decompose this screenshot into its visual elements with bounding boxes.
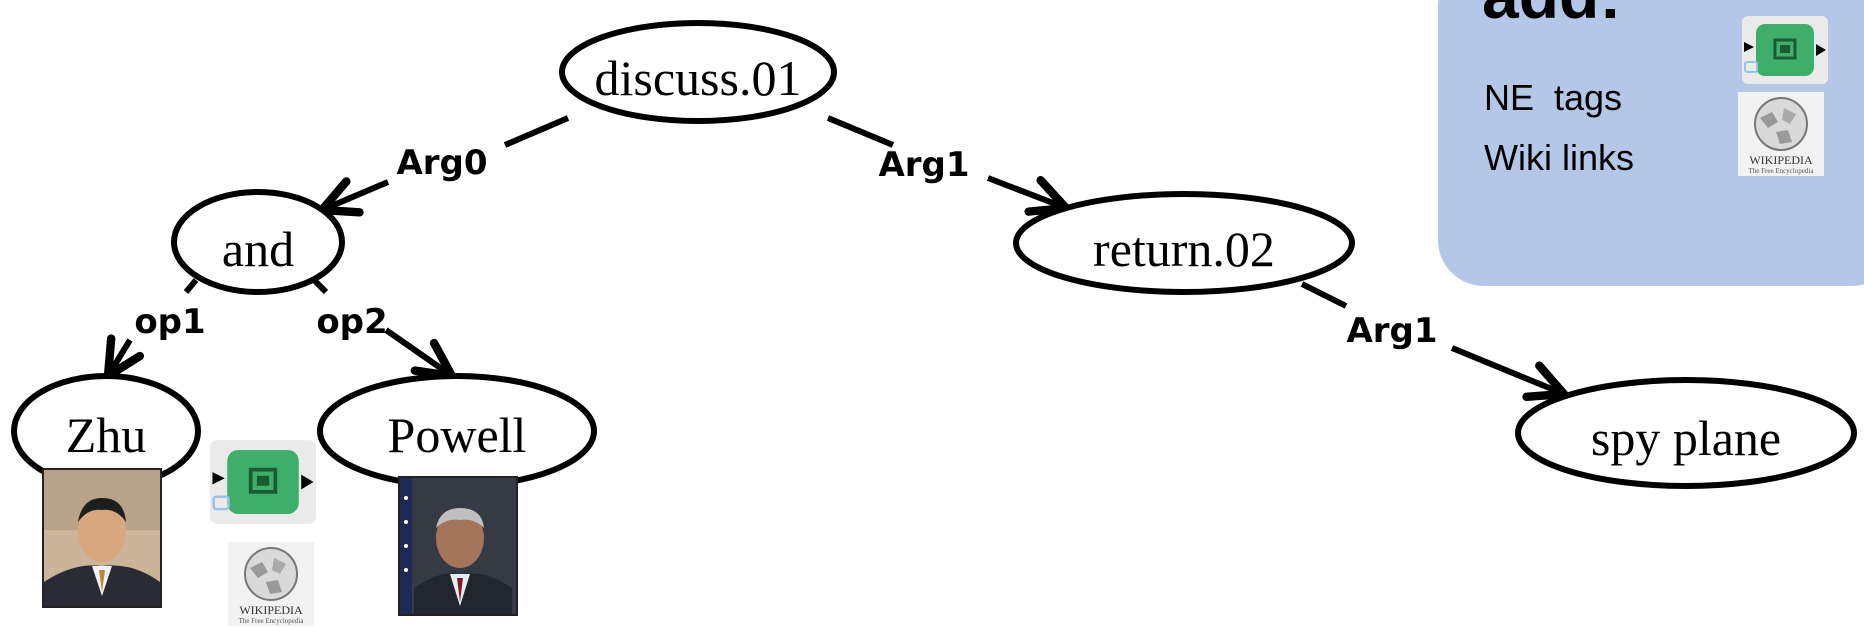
- node-and: [171, 189, 345, 295]
- edge-label-arg1-return: Arg1: [878, 145, 969, 185]
- zhu-photo: [42, 468, 162, 608]
- edge-return-spy-arrow: [1450, 345, 1569, 401]
- edge-discuss-and-segment: [503, 115, 570, 148]
- wikipedia-tagline: The Free Encyclopedia: [1749, 167, 1815, 175]
- node-label-discuss: discuss.01: [595, 50, 802, 106]
- zhu-wikipedia-wordmark: WIKIPEDIA: [239, 603, 303, 617]
- zhu-wikipedia-tagline: The Free Encyclopedia: [239, 617, 305, 625]
- edge-label-op1: op1: [134, 302, 205, 342]
- legend-item-ne-tags: NE tags: [1484, 77, 1623, 118]
- node-label-return: return.02: [1093, 221, 1275, 277]
- ne-tagger-icon: [1742, 16, 1828, 84]
- node-discuss: [559, 20, 837, 124]
- node-label-powell: Powell: [388, 407, 527, 463]
- powell-photo: [398, 476, 518, 616]
- edge-and-powell-arrow: [384, 327, 457, 381]
- node-return: [1013, 191, 1355, 295]
- edge-and-powell-segment: [311, 277, 329, 295]
- edge-return-spy-segment: [1300, 281, 1348, 309]
- edge-discuss-return-arrow: [986, 175, 1071, 216]
- legend-title: add:: [1482, 0, 1621, 28]
- zhu-wikipedia-icon: WIKIPEDIA The Free Encyclopedia: [228, 542, 314, 626]
- node-spy-plane: [1515, 377, 1857, 489]
- edge-and-zhu-arrow: [103, 334, 145, 381]
- node-label-and: and: [222, 221, 294, 277]
- node-label-spy-plane: spy plane: [1591, 410, 1781, 466]
- edge-label-op2: op2: [316, 302, 387, 342]
- wikipedia-wordmark: WIKIPEDIA: [1749, 153, 1813, 167]
- legend-item-wiki-links: Wiki links: [1484, 137, 1634, 178]
- zhu-ne-tagger-icon: [210, 440, 316, 524]
- edge-discuss-return-segment: [826, 115, 895, 148]
- wikipedia-icon: WIKIPEDIA The Free Encyclopedia: [1738, 92, 1824, 176]
- edge-label-arg0: Arg0: [396, 143, 487, 183]
- edge-label-arg1-spy: Arg1: [1346, 311, 1437, 351]
- edge-and-zhu-segment: [183, 278, 199, 294]
- edge-discuss-and-arrow: [317, 177, 390, 217]
- node-label-zhu: Zhu: [66, 407, 147, 463]
